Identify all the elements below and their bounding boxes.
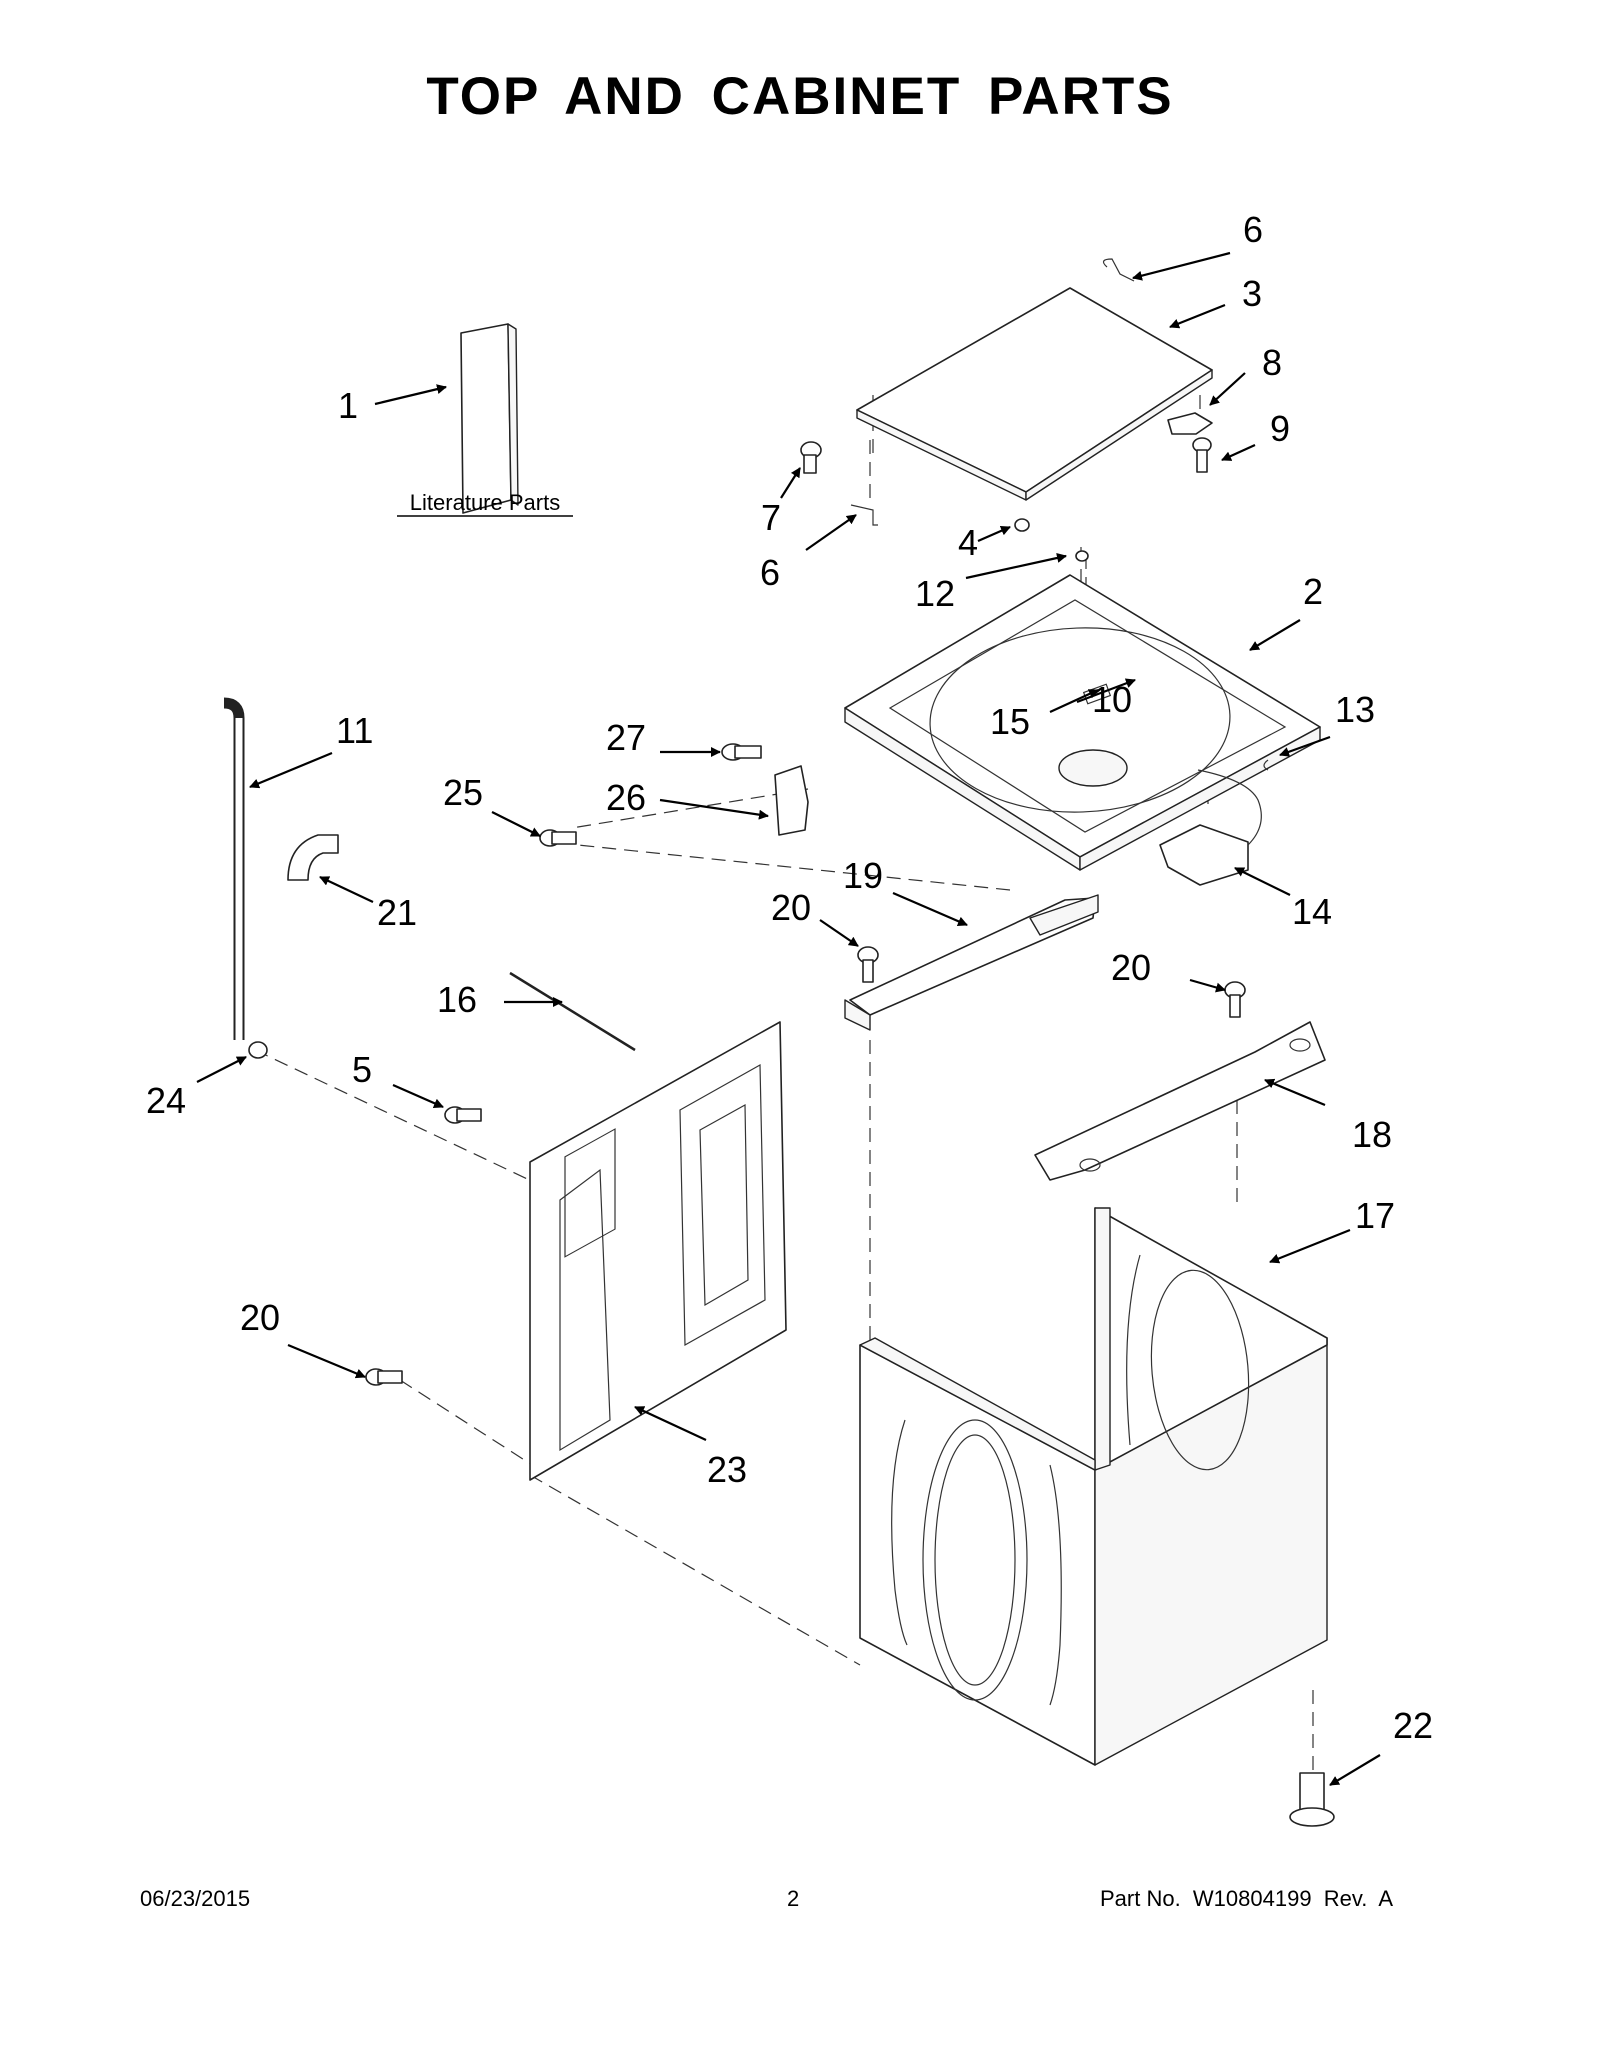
callout-27: 27 (606, 717, 646, 758)
callout-18: 18 (1352, 1114, 1392, 1155)
assembly-lines (254, 395, 1314, 1770)
callout-13: 13 (1335, 689, 1375, 730)
part-screw-5 (444, 1106, 482, 1124)
callout-2: 2 (1303, 571, 1323, 612)
part-screw-20-left (365, 1368, 403, 1386)
callout-20-left: 20 (240, 1297, 280, 1338)
callout-numbers: 1 2 3 4 5 6 6 7 8 9 10 11 12 13 14 15 16… (146, 209, 1433, 1746)
footer-page-number: 2 (787, 1886, 800, 1911)
part-13 (1263, 759, 1269, 771)
callout-7: 7 (761, 497, 781, 538)
page-title: TOP AND CABINET PARTS (426, 67, 1174, 126)
part-screw-9 (1192, 437, 1212, 473)
part-lid-switch-14 (1159, 769, 1262, 886)
part-lid (856, 287, 1213, 501)
part-screw-25 (539, 829, 577, 847)
callout-9: 9 (1270, 408, 1290, 449)
part-screw-27 (721, 743, 762, 761)
part-actuator-8 (1167, 412, 1213, 435)
callout-17: 17 (1355, 1195, 1395, 1236)
callout-20-center: 20 (771, 887, 811, 928)
part-clamp-24 (248, 1041, 268, 1059)
part-top-panel (844, 574, 1321, 871)
footer-date: 06/23/2015 (140, 1886, 251, 1911)
callout-11: 11 (336, 710, 373, 751)
callout-12: 12 (915, 573, 955, 614)
callout-15: 15 (990, 701, 1030, 742)
part-screw-7 (800, 441, 822, 474)
part-lid-hinge-top (1102, 258, 1135, 282)
part-rear-panel-23 (529, 1021, 787, 1481)
callout-19: 19 (843, 855, 883, 896)
part-elbow-21 (287, 834, 339, 881)
callout-21: 21 (377, 892, 417, 933)
callout-23: 23 (707, 1449, 747, 1490)
part-lid-hinge-bottom (850, 504, 878, 526)
callout-26: 26 (606, 777, 646, 818)
callout-25: 25 (443, 772, 483, 813)
callout-6-top: 6 (1243, 209, 1263, 250)
footer-part-number: Part No. W10804199 Rev. A (1100, 1886, 1394, 1911)
part-bracket-26 (774, 765, 809, 836)
callout-10: 10 (1092, 679, 1132, 720)
callout-6-bottom: 6 (760, 552, 780, 593)
part-leveling-leg-22 (1289, 1772, 1335, 1827)
part-wire-tie-16 (509, 971, 636, 1052)
callout-16: 16 (437, 979, 477, 1020)
callout-5: 5 (352, 1049, 372, 1090)
literature-parts-label: Literature Parts (410, 490, 560, 515)
leader-arrows (196, 251, 1381, 1786)
callout-3: 3 (1242, 273, 1262, 314)
part-bumper-4 (1014, 518, 1030, 532)
callout-14: 14 (1292, 891, 1332, 932)
callout-8: 8 (1262, 342, 1282, 383)
callout-24: 24 (146, 1080, 186, 1121)
part-screw-20-center (857, 946, 879, 983)
part-cabinet-17 (859, 1207, 1328, 1766)
part-screw-20-right (1224, 981, 1246, 1018)
callout-1: 1 (338, 385, 358, 426)
part-front-brace-18 (1034, 1021, 1326, 1181)
callout-22: 22 (1393, 1705, 1433, 1746)
part-drain-hose-11 (223, 697, 245, 1040)
callout-4: 4 (958, 522, 978, 563)
part-12 (1075, 550, 1089, 562)
part-literature-booklet (460, 323, 519, 514)
part-rear-brace-19 (844, 894, 1099, 1031)
callout-20-right: 20 (1111, 947, 1151, 988)
